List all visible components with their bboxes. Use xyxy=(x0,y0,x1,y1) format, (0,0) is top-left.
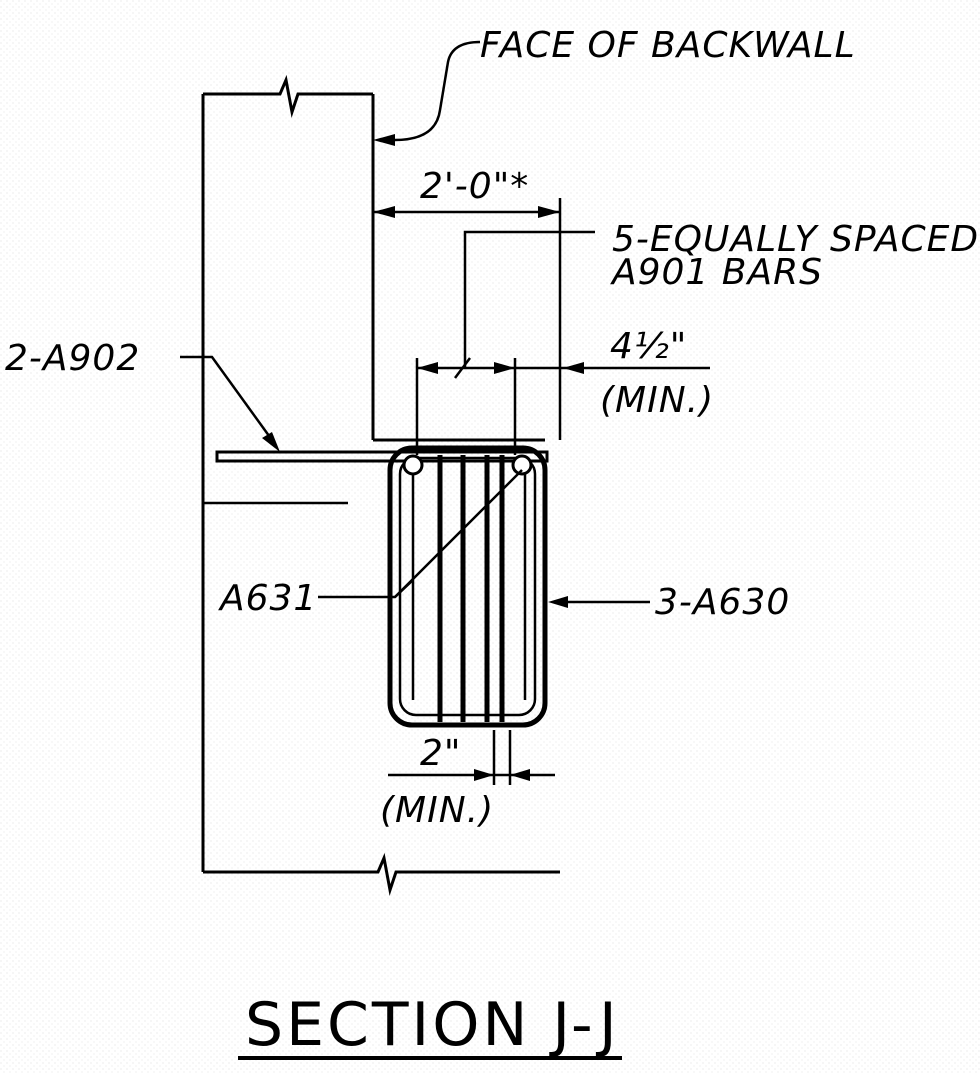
min-lower-label: (MIN.) xyxy=(380,790,494,831)
dim-2in-label: 2" xyxy=(420,733,461,774)
face-of-backwall-leader xyxy=(373,40,481,146)
dim-4half-label: 4½" xyxy=(610,326,687,367)
a631-label: A631 xyxy=(218,578,317,619)
a901-leader xyxy=(463,230,595,368)
dim-2ft-label: 2'-0"* xyxy=(420,166,529,207)
dim-2in-line xyxy=(388,730,555,785)
min-upper-label: (MIN.) xyxy=(600,380,714,421)
a902-bar xyxy=(180,355,549,463)
dim-2ft-line xyxy=(373,198,562,440)
backwall-outline xyxy=(201,74,560,896)
a630-label: 3-A630 xyxy=(655,582,790,623)
a630-leader xyxy=(548,596,650,608)
a901-label-line1: 5-EQUALLY SPACED xyxy=(612,219,979,260)
dim-4half-line xyxy=(415,357,710,455)
face-of-backwall-label: FACE OF BACKWALL xyxy=(480,25,856,66)
section-title: SECTION J-J xyxy=(245,990,620,1060)
stirrup-cage xyxy=(387,445,548,728)
a631-leader xyxy=(318,469,523,599)
a901-label-line2: A901 BARS xyxy=(610,252,823,293)
a902-label: 2-A902 xyxy=(5,338,140,379)
